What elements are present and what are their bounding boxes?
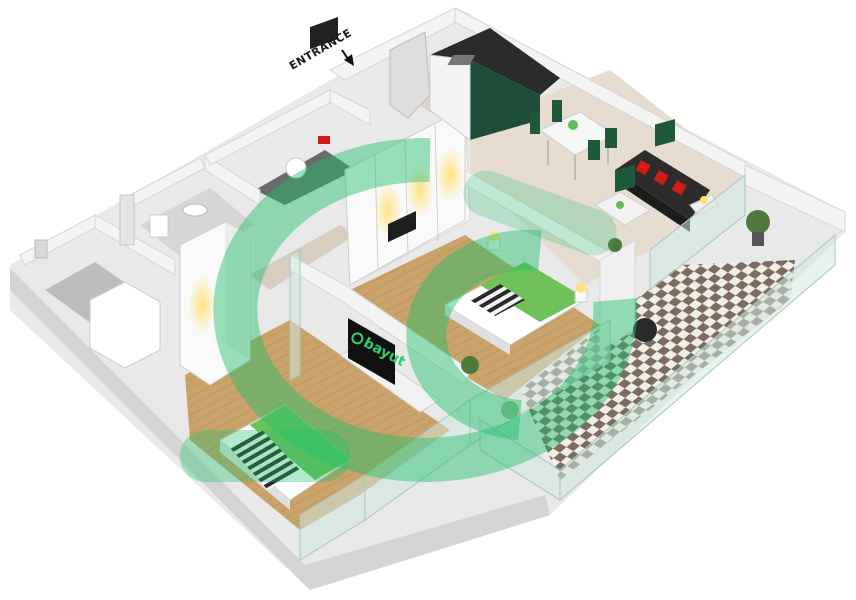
bed-bedroom2 xyxy=(443,231,588,355)
bed-bedroom1 xyxy=(219,404,351,510)
dining-table xyxy=(530,100,617,180)
tv-unit: bayut xyxy=(339,211,441,413)
laundry-furniture xyxy=(285,16,338,179)
interior-walls xyxy=(19,7,846,386)
balcony-floor xyxy=(520,260,795,480)
wardrobe-bedroom2 xyxy=(344,107,466,286)
entrance-arrow-icon xyxy=(341,49,354,66)
bathroom-fixtures xyxy=(34,194,208,369)
corridor-floor xyxy=(250,225,355,290)
bathroom2-floor xyxy=(140,188,255,260)
watermark-logo xyxy=(180,137,638,482)
glass-railings xyxy=(289,173,836,561)
laundry-floor xyxy=(255,150,355,205)
wardrobe-bedroom1 xyxy=(179,221,251,386)
kitchen xyxy=(389,28,560,141)
